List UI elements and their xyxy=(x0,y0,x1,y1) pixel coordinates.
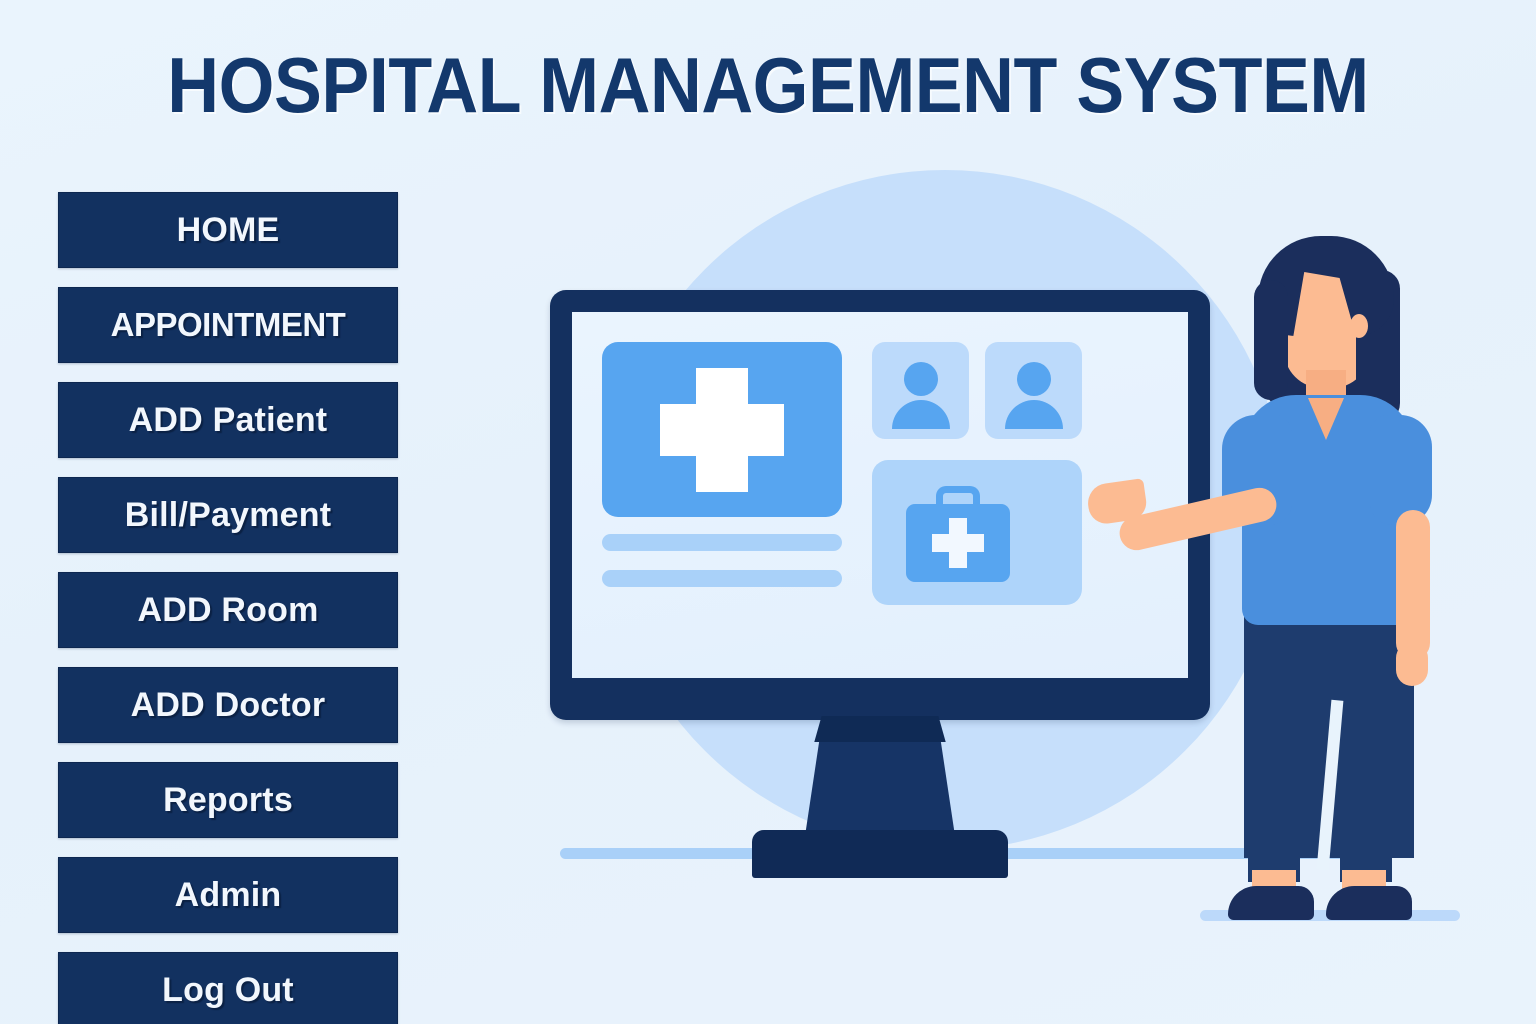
sidebar-item-appointment[interactable]: APPOINTMENT xyxy=(58,287,398,363)
medical-cross-icon-bar xyxy=(660,404,784,456)
placeholder-text-bar xyxy=(602,534,842,551)
user-avatar-icon xyxy=(1016,362,1051,396)
sidebar-item-admin[interactable]: Admin xyxy=(58,857,398,933)
sidebar-item-label: ADD Room xyxy=(137,590,319,629)
nurse-sleeve-right xyxy=(1370,415,1432,525)
patient-avatar-card xyxy=(985,342,1082,439)
sidebar-item-label: ADD Doctor xyxy=(130,685,326,724)
sidebar-item-label: Log Out xyxy=(162,970,294,1009)
sidebar-item-home[interactable]: HOME xyxy=(58,192,398,268)
user-avatar-icon xyxy=(903,362,938,396)
medical-briefcase-handle-icon xyxy=(936,486,980,508)
hero-illustration xyxy=(420,150,1536,1024)
medical-kit-card xyxy=(872,460,1082,605)
sidebar-item-label: ADD Patient xyxy=(128,400,328,439)
sidebar-item-add-room[interactable]: ADD Room xyxy=(58,572,398,648)
briefcase-cross-icon-bar xyxy=(932,534,984,552)
sidebar-item-log-out[interactable]: Log Out xyxy=(58,952,398,1024)
nurse-shoe-left xyxy=(1228,886,1314,920)
desktop-monitor xyxy=(550,290,1210,878)
nurse-hair-left xyxy=(1254,280,1288,400)
sidebar-item-add-patient[interactable]: ADD Patient xyxy=(58,382,398,458)
medical-briefcase-icon xyxy=(906,504,1010,582)
placeholder-text-bar xyxy=(602,570,842,587)
sidebar-menu: HOME APPOINTMENT ADD Patient Bill/Paymen… xyxy=(58,192,398,1024)
sidebar-item-reports[interactable]: Reports xyxy=(58,762,398,838)
nurse-shoe-right xyxy=(1326,886,1412,920)
sidebar-item-label: HOME xyxy=(176,210,280,249)
medical-cross-card xyxy=(602,342,842,517)
patient-avatar-card xyxy=(872,342,969,439)
nurse-hand-right xyxy=(1396,642,1428,686)
page-title: HOSPITAL MANAGEMENT SYSTEM xyxy=(167,41,1369,129)
monitor-screen xyxy=(572,312,1188,678)
sidebar-item-label: APPOINTMENT xyxy=(110,306,346,343)
user-avatar-icon-body xyxy=(891,400,950,429)
monitor-stand-base xyxy=(752,830,1008,878)
sidebar-item-bill-payment[interactable]: Bill/Payment xyxy=(58,477,398,553)
nurse-character xyxy=(1085,230,1480,930)
nurse-ear xyxy=(1350,314,1368,338)
sidebar-item-add-doctor[interactable]: ADD Doctor xyxy=(58,667,398,743)
user-avatar-icon-body xyxy=(1004,400,1063,429)
sidebar-item-label: Bill/Payment xyxy=(124,495,332,534)
monitor-stand-neck-top xyxy=(814,716,946,742)
nurse-arm-right xyxy=(1396,510,1430,660)
sidebar-item-label: Reports xyxy=(163,780,293,819)
sidebar-item-label: Admin xyxy=(174,875,282,914)
